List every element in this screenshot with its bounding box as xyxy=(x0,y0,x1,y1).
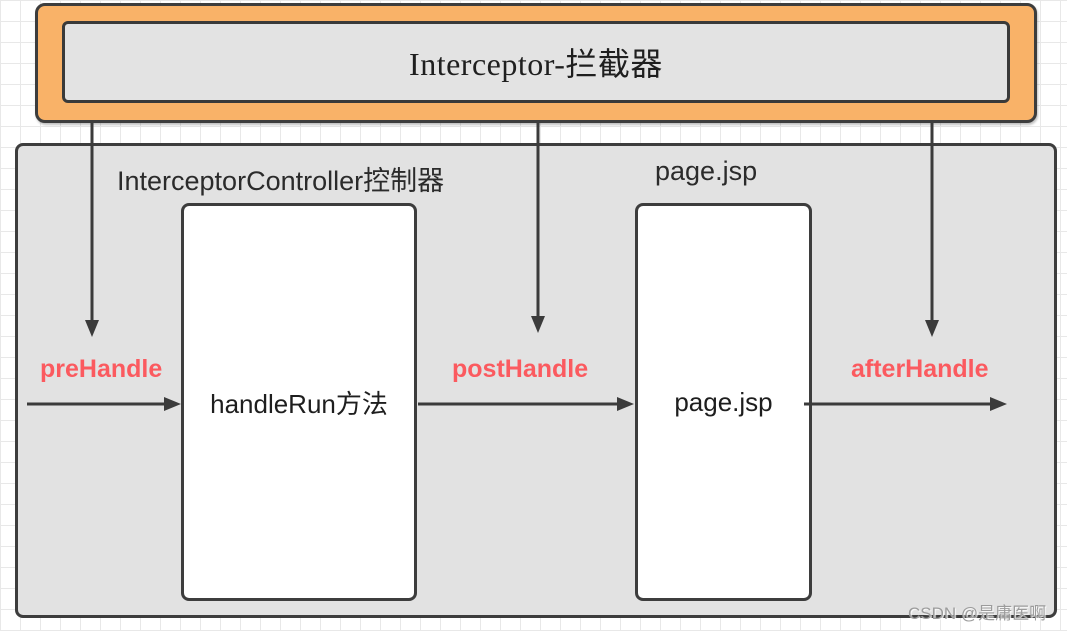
csdn-watermark: CSDN @是庸医啊 xyxy=(908,604,1047,623)
interceptor-banner: Interceptor-拦截器 xyxy=(35,3,1037,123)
page-jsp-label: page.jsp xyxy=(655,156,758,186)
page-jsp-box-label: page.jsp xyxy=(674,386,773,417)
afterhandle-label: afterHandle xyxy=(851,355,989,383)
page-jsp-box: page.jsp xyxy=(635,203,812,601)
controller-label: InterceptorController控制器 xyxy=(117,166,445,196)
handler-method-box-label: handleRun方法 xyxy=(210,388,388,419)
banner-title: Interceptor-拦截器 xyxy=(409,46,663,82)
handler-method-box: handleRun方法 xyxy=(181,203,417,601)
prehandle-label: preHandle xyxy=(40,355,163,383)
posthandle-label: postHandle xyxy=(452,355,589,383)
interceptor-banner-inner: Interceptor-拦截器 xyxy=(62,21,1010,103)
